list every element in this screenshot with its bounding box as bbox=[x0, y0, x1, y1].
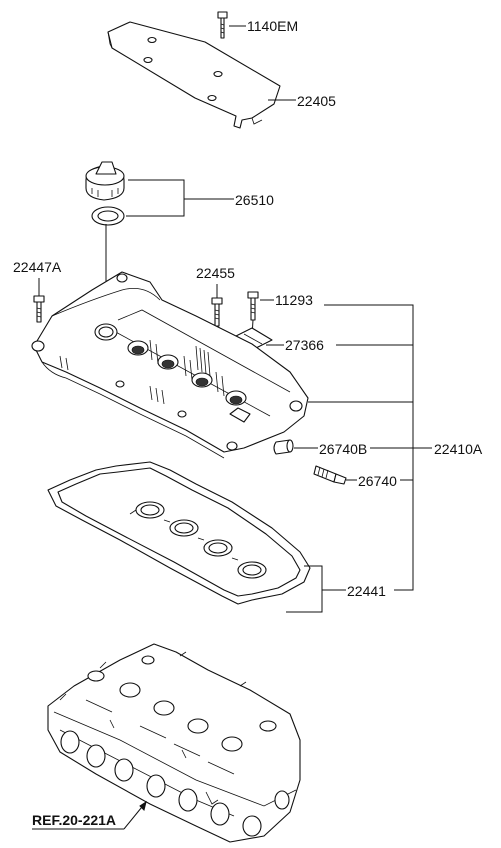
rocker-cover[interactable] bbox=[31, 271, 309, 459]
label-22441: 22441 bbox=[347, 583, 386, 599]
bolt-1140em[interactable] bbox=[217, 11, 228, 39]
label-22447a: 22447A bbox=[13, 259, 62, 275]
bolt-22447a[interactable] bbox=[33, 295, 45, 323]
engine-cover[interactable] bbox=[107, 21, 281, 129]
bolt-22455[interactable] bbox=[211, 297, 223, 327]
pcv-hose[interactable] bbox=[273, 439, 294, 455]
label-26740b: 26740B bbox=[319, 441, 367, 457]
label-22410a: 22410A bbox=[434, 441, 483, 457]
rocker-cover-gasket[interactable] bbox=[47, 461, 311, 605]
cylinder-head bbox=[47, 643, 301, 843]
label-26740: 26740 bbox=[358, 473, 397, 489]
pcv-valve[interactable] bbox=[313, 465, 347, 485]
label-ref-20-221a: REF.20-221A bbox=[32, 812, 116, 828]
bolt-11293[interactable] bbox=[247, 291, 259, 321]
filler-cap-seal[interactable] bbox=[91, 206, 125, 226]
label-27366: 27366 bbox=[285, 337, 324, 353]
oil-filler-cap[interactable] bbox=[85, 161, 125, 201]
label-22455: 22455 bbox=[196, 265, 235, 281]
label-22405: 22405 bbox=[297, 93, 336, 109]
label-1140em: 1140EM bbox=[247, 18, 298, 34]
label-26510: 26510 bbox=[235, 192, 274, 208]
label-11293: 11293 bbox=[275, 292, 313, 308]
